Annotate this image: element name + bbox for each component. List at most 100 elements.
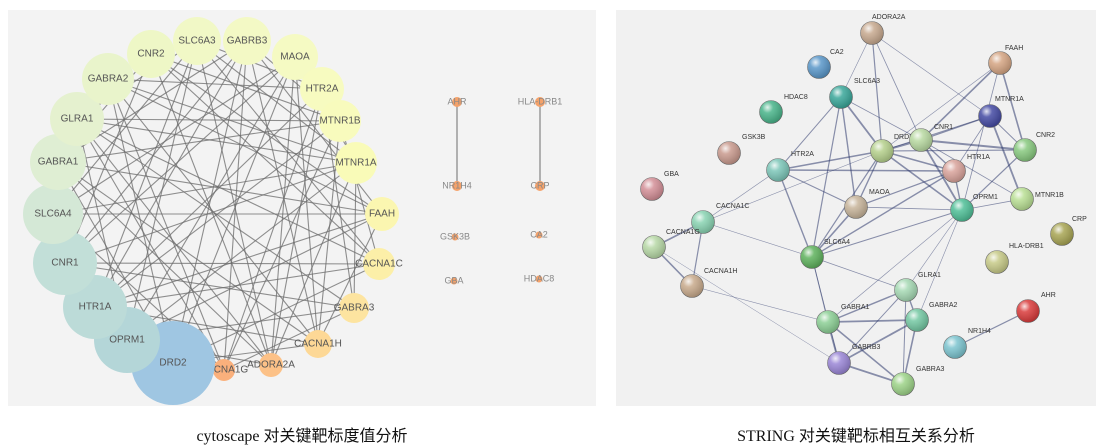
string-node-faah[interactable]: FAAH [988,45,1024,75]
cytoscape-node-label: DRD2 [159,358,187,369]
cytoscape-node-gsk3b[interactable]: GSK3B [440,231,470,241]
string-node-gloss [978,104,1002,128]
cytoscape-node-circle [535,97,545,107]
cytoscape-node-adora2a[interactable]: ADORA2A [247,353,295,377]
cytoscape-node-circle [335,142,377,184]
string-node-mtnr1a[interactable]: MTNR1A [978,96,1025,128]
string-node-htr1a[interactable]: HTR1A [942,154,991,183]
cytoscape-node-label: FAAH [369,209,395,220]
string-edge [777,169,857,208]
cytoscape-node-mtnr1a[interactable]: MTNR1A [335,142,377,184]
cytoscape-edge [57,161,272,366]
cytoscape-node-slc6a3[interactable]: SLC6A3 [173,17,221,65]
cytoscape-node-slc6a4[interactable]: SLC6A4 [23,184,83,244]
cytoscape-edge [57,161,319,345]
string-node-label: DRD2 [894,134,913,141]
cytoscape-edge [196,40,272,366]
cytoscape-node-gabra2[interactable]: GABRA2 [82,53,134,105]
cytoscape-node-label: CRP [530,180,549,190]
cytoscape-node-htr2a[interactable]: HTR2A [300,67,344,111]
cytoscape-edge [107,78,323,90]
string-node-slc6a4[interactable]: SLC6A4 [800,239,851,269]
string-edge [653,246,840,364]
cytoscape-edge [94,213,383,308]
cytoscape-node-label: HTR1A [79,302,112,313]
string-node-crp[interactable]: CRP [1050,216,1088,246]
string-node-cacna1h[interactable]: CACNA1H [680,268,738,298]
string-node-htr2a[interactable]: HTR2A [766,151,815,182]
string-node-cnr2[interactable]: CNR2 [1013,132,1056,162]
string-node-label: CACNA1G [666,229,700,236]
string-node-ca2[interactable]: CA2 [807,49,844,79]
string-node-oprm1[interactable]: OPRM1 [950,194,999,222]
cytoscape-node-crp[interactable]: CRP [530,180,550,191]
string-node-gloss [909,128,933,152]
cytoscape-node-cacna1g[interactable]: CACNA1G [200,359,249,381]
string-node-gabra3[interactable]: GABRA3 [891,366,945,396]
cytoscape-node-gabra3[interactable]: GABRA3 [334,293,375,323]
cytoscape-edge [223,120,341,371]
cytoscape-node-label: GLRA1 [61,114,94,125]
string-node-label: HTR2A [791,151,814,158]
string-edge [811,256,907,291]
cytoscape-edge [94,40,198,308]
string-edge [827,289,907,323]
string-node-gloss [680,274,704,298]
string-node-adora2a[interactable]: ADORA2A [860,14,906,45]
string-edge [840,32,873,98]
string-node-gsk3b[interactable]: GSK3B [717,134,766,165]
string-node-label: OPRM1 [973,194,998,201]
string-edge [989,115,1023,200]
string-node-hla-drb1[interactable]: HLA-DRB1 [985,243,1044,274]
string-node-gba[interactable]: GBA [640,171,680,201]
cytoscape-node-cacna1h[interactable]: CACNA1H [294,330,342,358]
string-node-nr1h4[interactable]: NR1H4 [943,328,992,359]
string-node-maoa[interactable]: MAOA [844,189,890,219]
cytoscape-node-hdac8[interactable]: HDAC8 [524,273,555,283]
cytoscape-node-glra1[interactable]: GLRA1 [50,92,104,146]
cytoscape-node-cacna1c[interactable]: CACNA1C [355,248,403,280]
cytoscape-node-mtnr1b[interactable]: MTNR1B [319,100,361,142]
cytoscape-node-hla-drb1[interactable]: HLA-DRB1 [518,96,563,107]
string-node-slc6a3[interactable]: SLC6A3 [829,78,881,109]
cytoscape-edge [64,40,248,264]
string-edge [827,209,963,323]
cytoscape-edge [223,88,323,371]
string-node-label: MAOA [869,189,890,196]
cytoscape-node-ahr[interactable]: AHR [447,96,467,107]
cytoscape-node-faah[interactable]: FAAH [365,197,399,231]
string-node-gloss [642,235,666,259]
string-node-gabra1[interactable]: GABRA1 [816,304,870,334]
cytoscape-node-label: GABRA3 [334,303,375,314]
string-node-hdac8[interactable]: HDAC8 [759,94,808,124]
string-node-gabra2[interactable]: GABRA2 [905,302,958,332]
string-node-gabrb3[interactable]: GABRB3 [827,344,881,375]
string-node-ahr[interactable]: AHR [1016,292,1056,323]
string-edge [920,139,1023,200]
cytoscape-node-gabra1[interactable]: GABRA1 [30,134,86,190]
cytoscape-edge [107,78,357,164]
cytoscape-node-gabrb3[interactable]: GABRB3 [223,17,271,65]
cytoscape-node-cnr1[interactable]: CNR1 [33,231,97,295]
string-edge [871,32,922,141]
cytoscape-node-label: CACNA1H [294,339,342,350]
string-node-cacna1g[interactable]: CACNA1G [642,229,700,259]
cytoscape-node-label: MTNR1A [335,158,376,169]
cytoscape-node-circle [452,97,462,107]
string-node-glra1[interactable]: GLRA1 [894,272,942,302]
cytoscape-node-maoa[interactable]: MAOA [272,34,318,80]
string-node-drd2[interactable]: DRD2 [870,134,914,163]
cytoscape-node-circle [223,17,271,65]
cytoscape-edge [52,162,357,215]
string-node-gloss [800,245,824,269]
string-node-mtnr1b[interactable]: MTNR1B [1010,187,1065,211]
string-node-gloss [816,310,840,334]
cytoscape-node-label: OPRM1 [109,335,145,346]
cytoscape-node-gba[interactable]: GBA [444,275,463,285]
cytoscape-node-cnr2[interactable]: CNR2 [127,30,175,78]
string-node-gloss [942,159,966,183]
string-node-cnr1[interactable]: CNR1 [909,124,954,152]
string-node-cacna1c[interactable]: CACNA1C [691,203,750,234]
cytoscape-node-nr1h4[interactable]: NR1H4 [442,180,472,191]
cytoscape-node-ca2[interactable]: CA2 [530,229,548,239]
